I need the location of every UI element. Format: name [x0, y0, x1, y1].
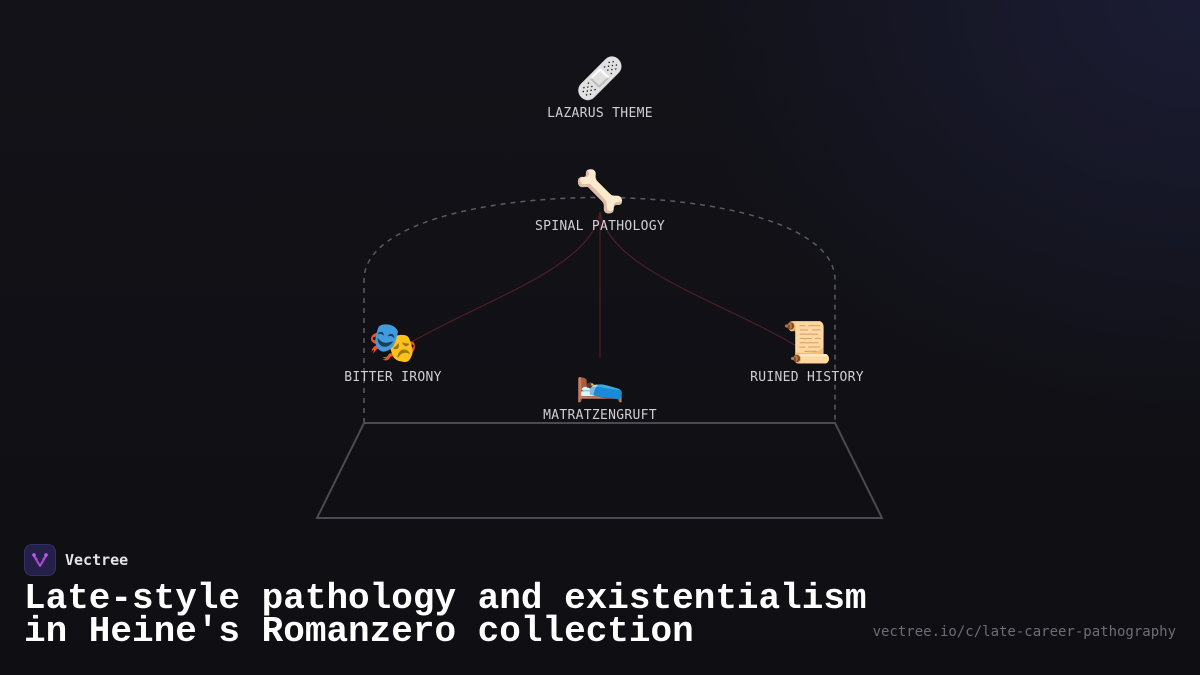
- node-lazarus-theme[interactable]: 🩹 LAZARUS THEME: [547, 56, 653, 121]
- node-label: SPINAL PATHOLOGY: [534, 219, 666, 234]
- node-label: RUINED HISTORY: [750, 370, 864, 385]
- title-line-2: in Heine's Romanzero collection: [24, 611, 694, 652]
- vectree-logo-icon: [24, 544, 56, 576]
- node-bitter-irony[interactable]: 🎭 BITTER IRONY: [344, 320, 442, 385]
- adhesive-bandage-icon: 🩹: [575, 56, 625, 102]
- platform-outline: [315, 422, 884, 519]
- person-in-bed-icon: 🛌: [575, 358, 625, 404]
- node-label: MATRATZENGRUFT: [543, 408, 657, 423]
- page-title: Late-style pathology and existentialism …: [24, 578, 867, 652]
- scroll-icon: 📜: [782, 320, 832, 366]
- brand[interactable]: Vectree: [24, 544, 128, 576]
- node-matratzengruft[interactable]: 🛌 MATRATZENGRUFT: [543, 358, 657, 423]
- edge-spinal-irony: [397, 211, 601, 351]
- title-line-1: Late-style pathology and existentialism: [24, 578, 867, 619]
- brand-name: Vectree: [65, 551, 129, 569]
- dome-outline: [363, 196, 836, 423]
- performing-arts-icon: 🎭: [368, 320, 418, 366]
- node-spinal-pathology[interactable]: 🦴 SPINAL PATHOLOGY: [535, 169, 665, 234]
- node-ruined-history[interactable]: 📜 RUINED HISTORY: [750, 320, 864, 385]
- node-label: BITTER IRONY: [344, 370, 442, 385]
- node-label: LAZARUS THEME: [547, 106, 653, 121]
- edge-spinal-history: [599, 211, 801, 349]
- source-url[interactable]: vectree.io/c/late-career-pathography: [872, 624, 1176, 640]
- bone-icon: 🦴: [575, 169, 625, 215]
